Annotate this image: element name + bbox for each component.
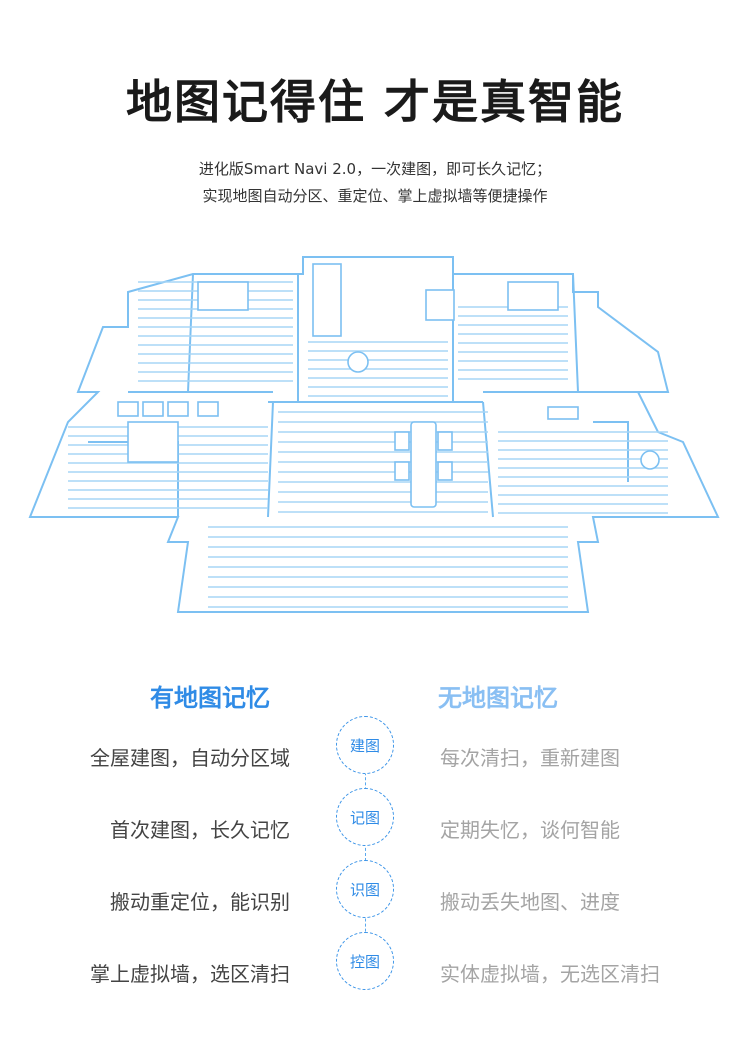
without-memory-item: 每次清扫，重新建图: [440, 746, 620, 770]
map-dock-icon: [640, 450, 660, 470]
page-subtitle-line-2: 实现地图自动分区、重定位、掌上虚拟墙等便捷操作: [202, 187, 548, 205]
without-memory-item: 搬动丢失地图、进度: [440, 890, 620, 914]
map-box: [547, 406, 579, 420]
map-table: [410, 421, 437, 508]
badge-remember-map: 记图: [336, 788, 394, 846]
map-room-wall: [128, 273, 638, 393]
heading-with-map-memory: 有地图记忆: [150, 684, 270, 712]
map-inner-wall: [267, 274, 494, 518]
timeline-dashed-line: [365, 742, 366, 972]
page-subtitle-line-1: 进化版Smart Navi 2.0，一次建图，即可长久记忆；: [198, 160, 552, 178]
map-bed: [507, 281, 559, 311]
map-bed: [197, 281, 249, 311]
map-chair: [394, 461, 410, 481]
without-memory-item: 定期失忆，谈何智能: [440, 818, 620, 842]
with-memory-item: 掌上虚拟墙，选区清扫: [90, 962, 290, 986]
map-box: [167, 401, 189, 417]
map-chair: [437, 461, 453, 481]
with-memory-item: 首次建图，长久记忆: [110, 818, 290, 842]
comparison-timeline: 建图 记图 识图 控图: [336, 712, 396, 1012]
floor-map-furniture: [117, 263, 660, 508]
map-robot-icon: [347, 351, 369, 373]
map-chair: [437, 431, 453, 451]
floor-map-cleaning-paths: [68, 281, 668, 608]
page-title: 地图记得住 才是真智能: [125, 75, 624, 129]
with-memory-item: 搬动重定位，能识别: [110, 890, 290, 914]
badge-build-map: 建图: [336, 716, 394, 774]
floor-map-illustration: [28, 256, 720, 613]
map-sofa: [425, 289, 455, 321]
map-box: [142, 401, 164, 417]
heading-without-map-memory: 无地图记忆: [438, 684, 558, 712]
with-memory-item: 全屋建图，自动分区域: [90, 746, 290, 770]
map-cabinet: [312, 263, 342, 337]
badge-control-map: 控图: [336, 932, 394, 990]
without-memory-item: 实体虚拟墙，无选区清扫: [440, 962, 660, 986]
map-bed: [127, 421, 179, 463]
map-chair: [394, 431, 410, 451]
map-box: [197, 401, 219, 417]
map-box: [117, 401, 139, 417]
badge-recognize-map: 识图: [336, 860, 394, 918]
